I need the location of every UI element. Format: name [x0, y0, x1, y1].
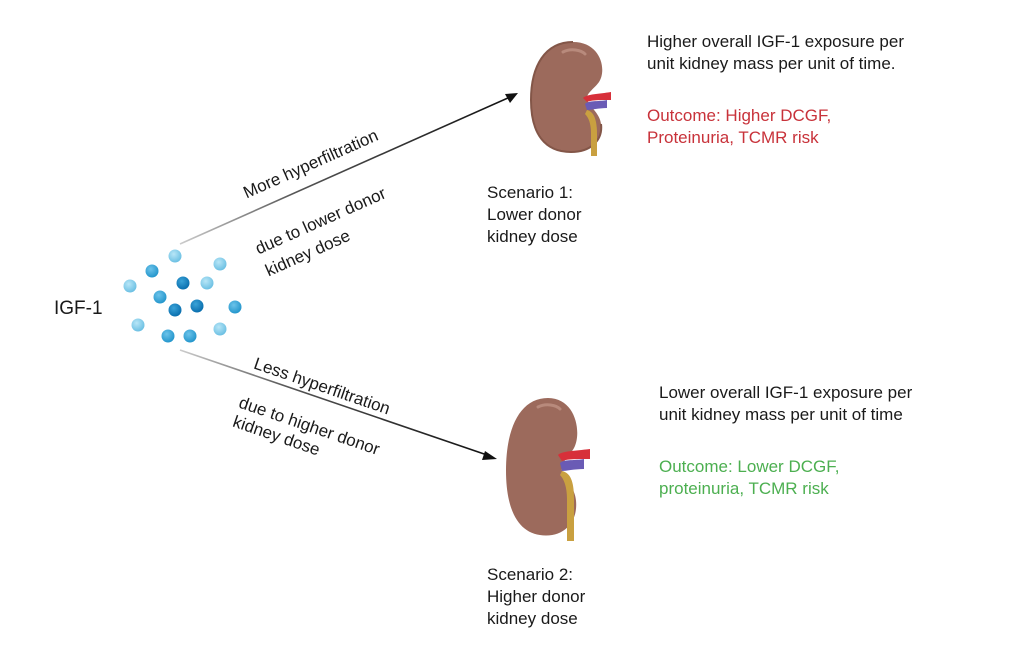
molecule — [190, 299, 204, 313]
scenario2-outcome-line: Outcome: Lower DCGF, — [659, 457, 840, 476]
igf1-label: IGF-1 — [54, 298, 103, 319]
arrow-lower — [179, 349, 497, 460]
molecule — [200, 276, 214, 290]
molecule — [161, 329, 175, 343]
molecule — [131, 318, 145, 332]
scenario1-caption-line: Scenario 1: — [487, 183, 573, 202]
molecule — [228, 300, 242, 314]
scenario2-outcome-line: proteinuria, TCMR risk — [659, 479, 829, 498]
scenario2-outcome: Outcome: Lower DCGF, proteinuria, TCMR r… — [659, 456, 839, 500]
molecule — [168, 303, 182, 317]
scenario2-caption-line: Higher donor — [487, 587, 586, 606]
scenario1-outcome-line: Proteinuria, TCMR risk — [647, 128, 819, 147]
kidney-icon-scenario2 — [506, 398, 590, 541]
scenario2-caption: Scenario 2: Higher donor kidney dose — [487, 564, 585, 630]
kidney-icon-scenario1 — [529, 41, 611, 156]
molecule — [145, 264, 159, 278]
scenario2-description: Lower overall IGF-1 exposure per unit ki… — [659, 382, 912, 426]
molecule — [183, 329, 197, 343]
molecule — [213, 257, 227, 271]
scenario2-description-line: unit kidney mass per unit of time — [659, 405, 903, 424]
molecule — [153, 290, 167, 304]
scenario1-outcome-line: Outcome: Higher DCGF, — [647, 106, 832, 125]
scenario1-caption: Scenario 1: Lower donor kidney dose — [487, 182, 582, 248]
scenario2-description-line: Lower overall IGF-1 exposure per — [659, 383, 913, 402]
molecule — [123, 279, 137, 293]
molecule — [168, 249, 182, 263]
arrow-upper — [179, 93, 518, 245]
molecule — [213, 322, 227, 336]
molecule — [176, 276, 190, 290]
scenario1-description-line: Higher overall IGF-1 exposure per — [647, 32, 905, 51]
scenario1-description-line: unit kidney mass per unit of time. — [647, 54, 896, 73]
scenario1-outcome: Outcome: Higher DCGF, Proteinuria, TCMR … — [647, 105, 831, 149]
scenario1-caption-line: kidney dose — [487, 227, 578, 246]
scenario2-caption-line: Scenario 2: — [487, 565, 573, 584]
scenario2-caption-line: kidney dose — [487, 609, 578, 628]
scenario1-description: Higher overall IGF-1 exposure per unit k… — [647, 31, 904, 75]
scenario1-caption-line: Lower donor — [487, 205, 582, 224]
igf1-molecules — [123, 249, 242, 343]
